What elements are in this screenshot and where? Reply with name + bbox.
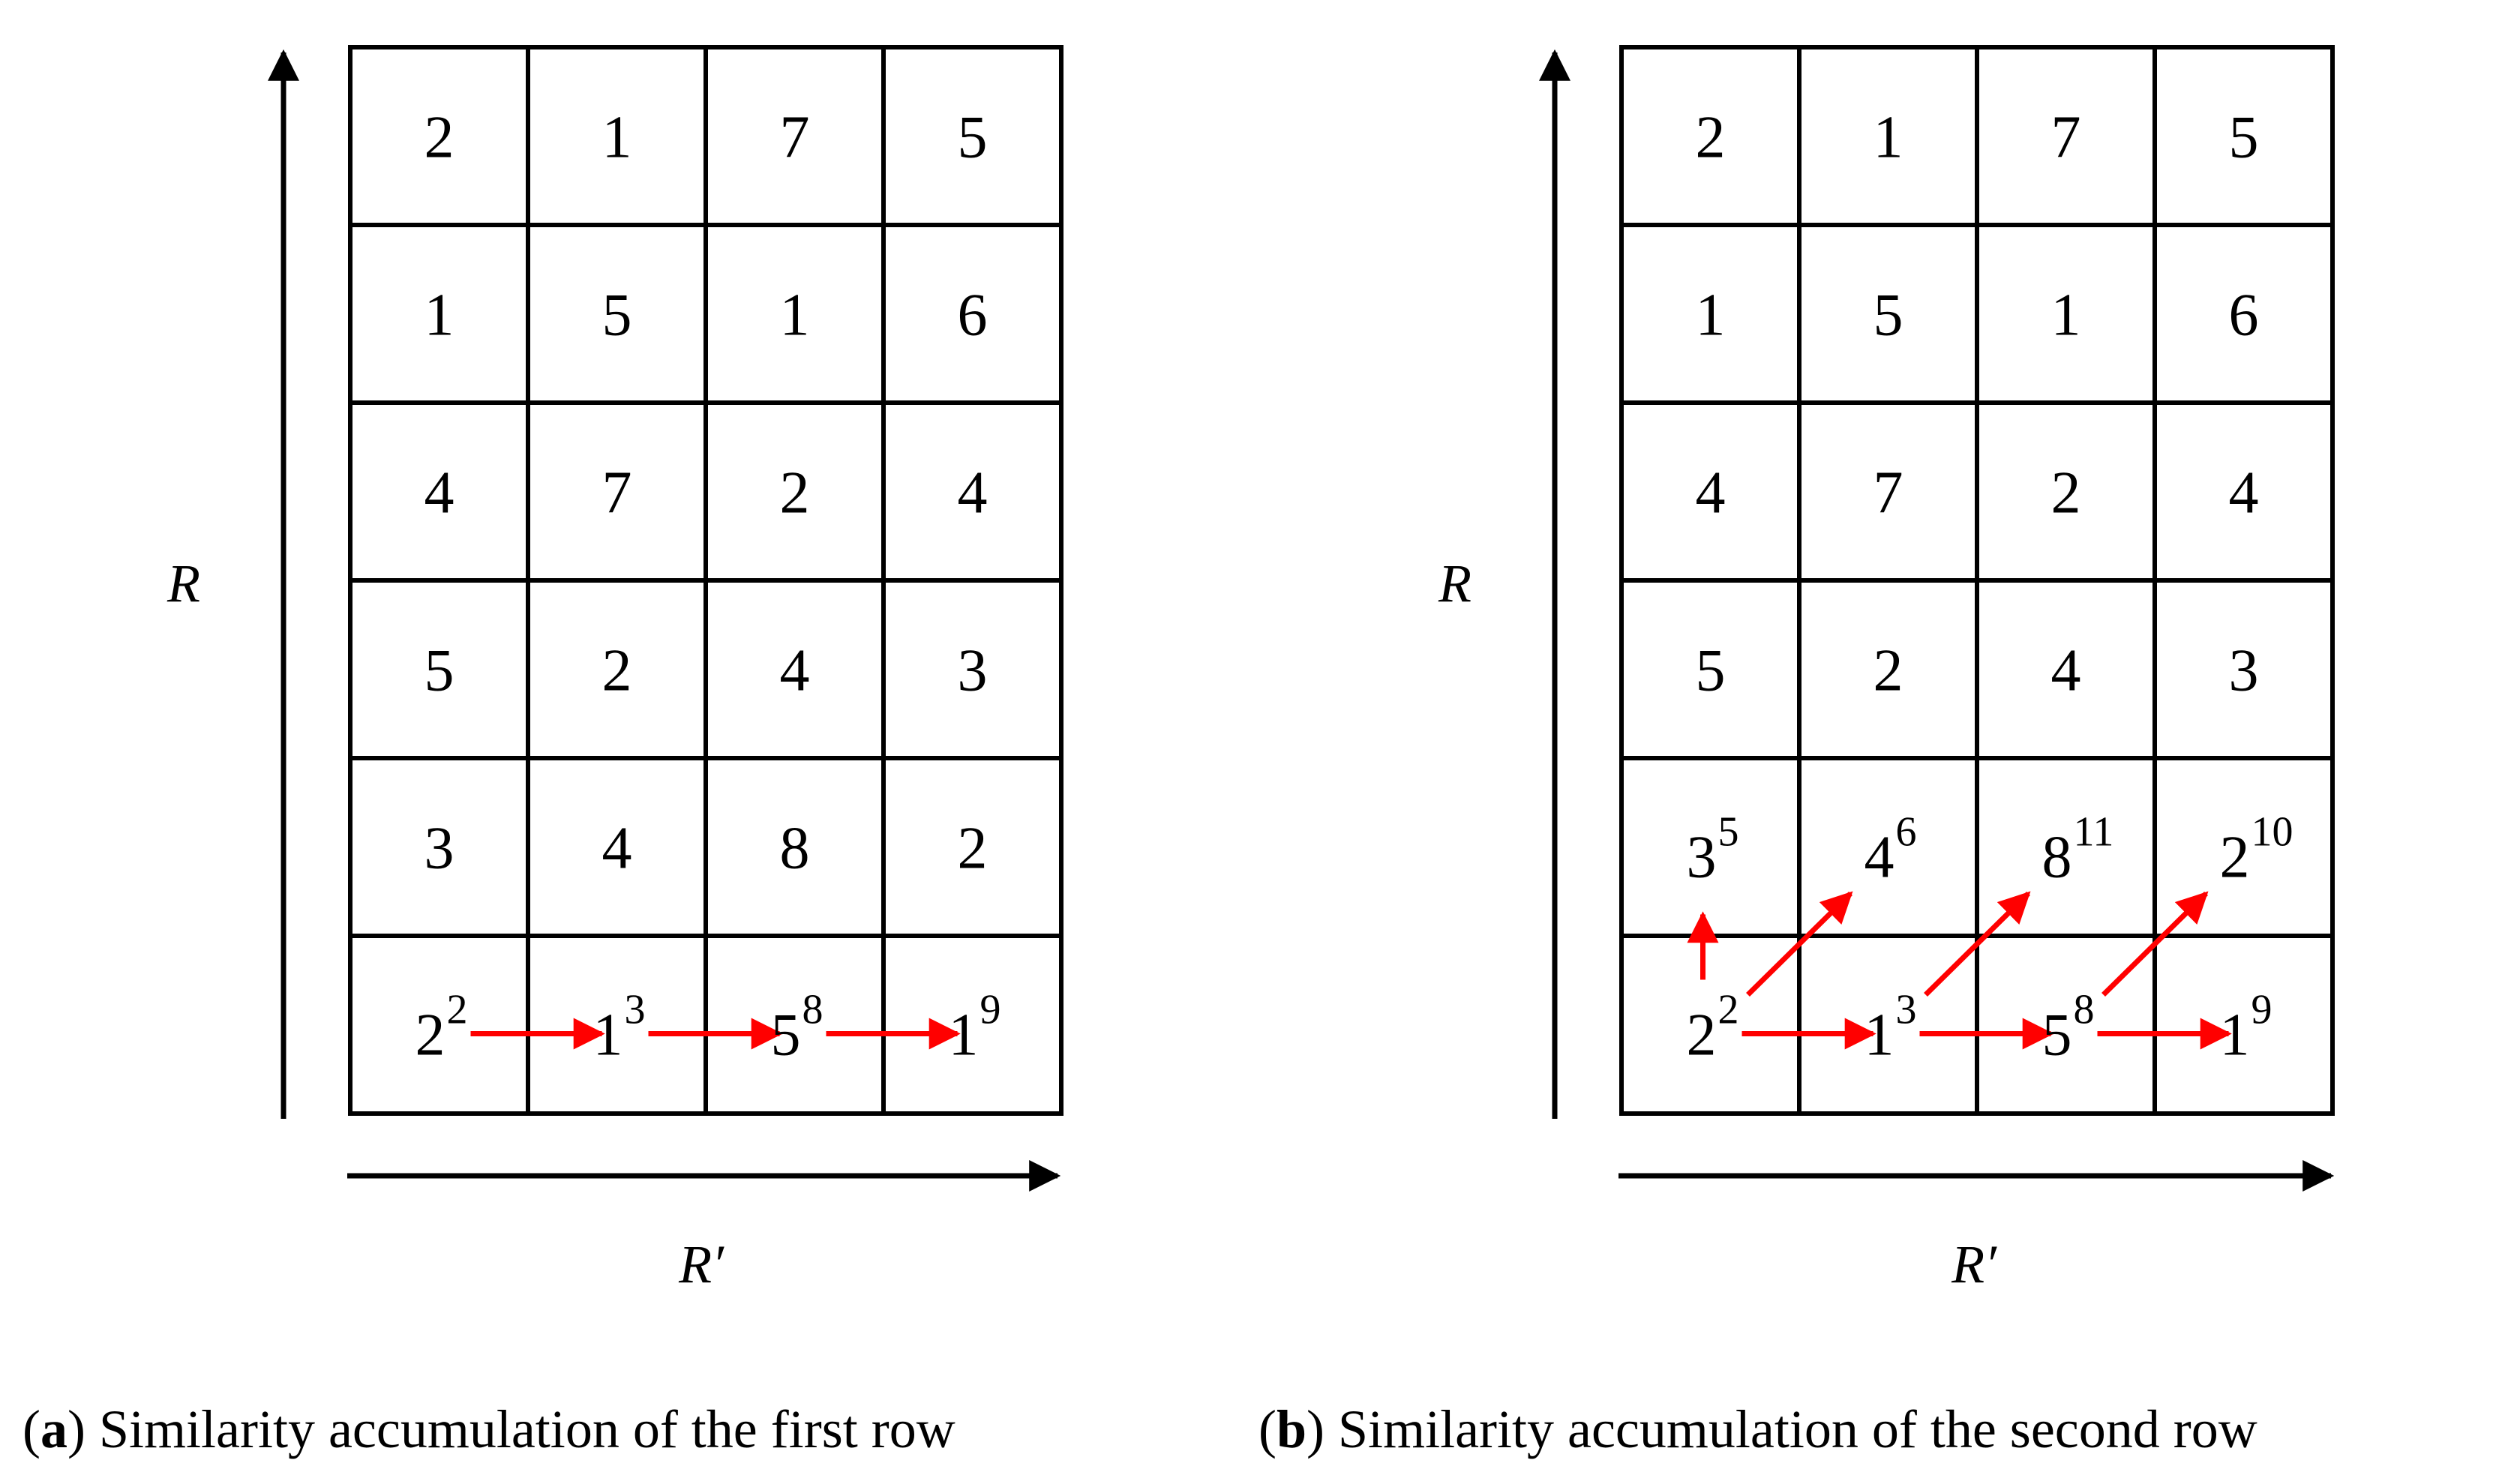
- accumulation-arrow: [1746, 891, 1853, 997]
- cell-value: 2: [602, 638, 632, 704]
- cell-value: 4: [1696, 460, 1726, 526]
- cell-superscript: 11: [2074, 809, 2114, 856]
- cell-value: 5: [958, 105, 988, 171]
- cell-value: 6: [2229, 283, 2259, 349]
- cell-value: 4: [424, 460, 454, 526]
- cell-superscript: 5: [1718, 809, 1739, 856]
- cell-value: 5: [2229, 105, 2259, 171]
- caption-tag: b: [1276, 1399, 1307, 1459]
- cell-value: 2: [2220, 825, 2250, 891]
- cell-value: 4: [1864, 825, 1894, 891]
- cell-value: 3: [1687, 825, 1717, 891]
- cell-superscript: 9: [980, 987, 1001, 1033]
- cell-value: 5: [602, 283, 632, 349]
- cell-superscript: 2: [447, 987, 468, 1033]
- cell-value: 1: [2220, 1003, 2250, 1069]
- y-axis-label: R: [1438, 553, 1472, 613]
- cell-superscript: 9: [2252, 987, 2272, 1033]
- caption-text: Similarity accumulation of the second ro…: [1338, 1399, 2258, 1459]
- cell-value: 7: [2051, 105, 2081, 171]
- cell-superscript: 10: [2252, 809, 2294, 856]
- cell-value: 2: [416, 1003, 446, 1069]
- cell-value: 3: [424, 816, 454, 882]
- cell-value: 5: [424, 638, 454, 704]
- caption-text: Similarity accumulation of the first row: [98, 1399, 956, 1459]
- caption-a: (a) Similarity accumulation of the first…: [22, 1399, 956, 1459]
- cell-superscript: 2: [1718, 987, 1739, 1033]
- cell-value: 1: [2051, 283, 2081, 349]
- y-axis-label: R: [166, 553, 200, 613]
- cell-value: 4: [958, 460, 988, 526]
- cell-value: 8: [780, 816, 810, 882]
- cell-value: 2: [780, 460, 810, 526]
- cell-value: 2: [1874, 638, 1904, 704]
- cell-value: 2: [1696, 105, 1726, 171]
- cell-value: 2: [1687, 1003, 1717, 1069]
- cell-value: 4: [602, 816, 632, 882]
- cell-value: 1: [1874, 105, 1904, 171]
- cell-value: 5: [1874, 283, 1904, 349]
- cell-value: 5: [2042, 1003, 2072, 1069]
- cell-superscript: 8: [2074, 987, 2095, 1033]
- cell-value: 1: [1696, 283, 1726, 349]
- accumulation-arrows: [1687, 891, 2232, 1050]
- cell-superscript: 3: [1896, 987, 1917, 1033]
- cell-value: 4: [2051, 638, 2081, 704]
- cell-superscript: 6: [1896, 809, 1917, 856]
- cell-value: 1: [593, 1003, 623, 1069]
- cell-value: 4: [2229, 460, 2259, 526]
- cell-value: 2: [958, 816, 988, 882]
- cell-value: 2: [2051, 460, 2081, 526]
- cell-value: 3: [958, 638, 988, 704]
- cell-value: 8: [2042, 825, 2072, 891]
- cell-superscript: 3: [625, 987, 646, 1033]
- grid: [1619, 45, 2335, 1116]
- grid: [348, 45, 1064, 1116]
- cell-value: 1: [1864, 1003, 1894, 1069]
- cell-value: 7: [780, 105, 810, 171]
- cell-value: 7: [1874, 460, 1904, 526]
- cell-value: 1: [424, 283, 454, 349]
- x-axis-label: R′: [678, 1234, 724, 1294]
- caption-tag: a: [40, 1399, 68, 1459]
- cell-value: 3: [2229, 638, 2259, 704]
- cell-value: 6: [958, 283, 988, 349]
- cell-superscript: 8: [802, 987, 824, 1033]
- cell-value: 1: [949, 1003, 979, 1069]
- accumulation-arrow: [2102, 891, 2209, 997]
- cell-value: 5: [1696, 638, 1726, 704]
- cell-value: 1: [780, 283, 810, 349]
- cell-value: 7: [602, 460, 632, 526]
- cell-value: 5: [771, 1003, 801, 1069]
- cell-value: 4: [780, 638, 810, 704]
- x-axis-label: R′: [1951, 1234, 1997, 1294]
- cell-value: 1: [602, 105, 632, 171]
- accumulation-arrow: [1924, 891, 2031, 997]
- cell-value: 2: [424, 105, 454, 171]
- caption-b: (b) Similarity accumulation of the secon…: [1258, 1399, 2258, 1459]
